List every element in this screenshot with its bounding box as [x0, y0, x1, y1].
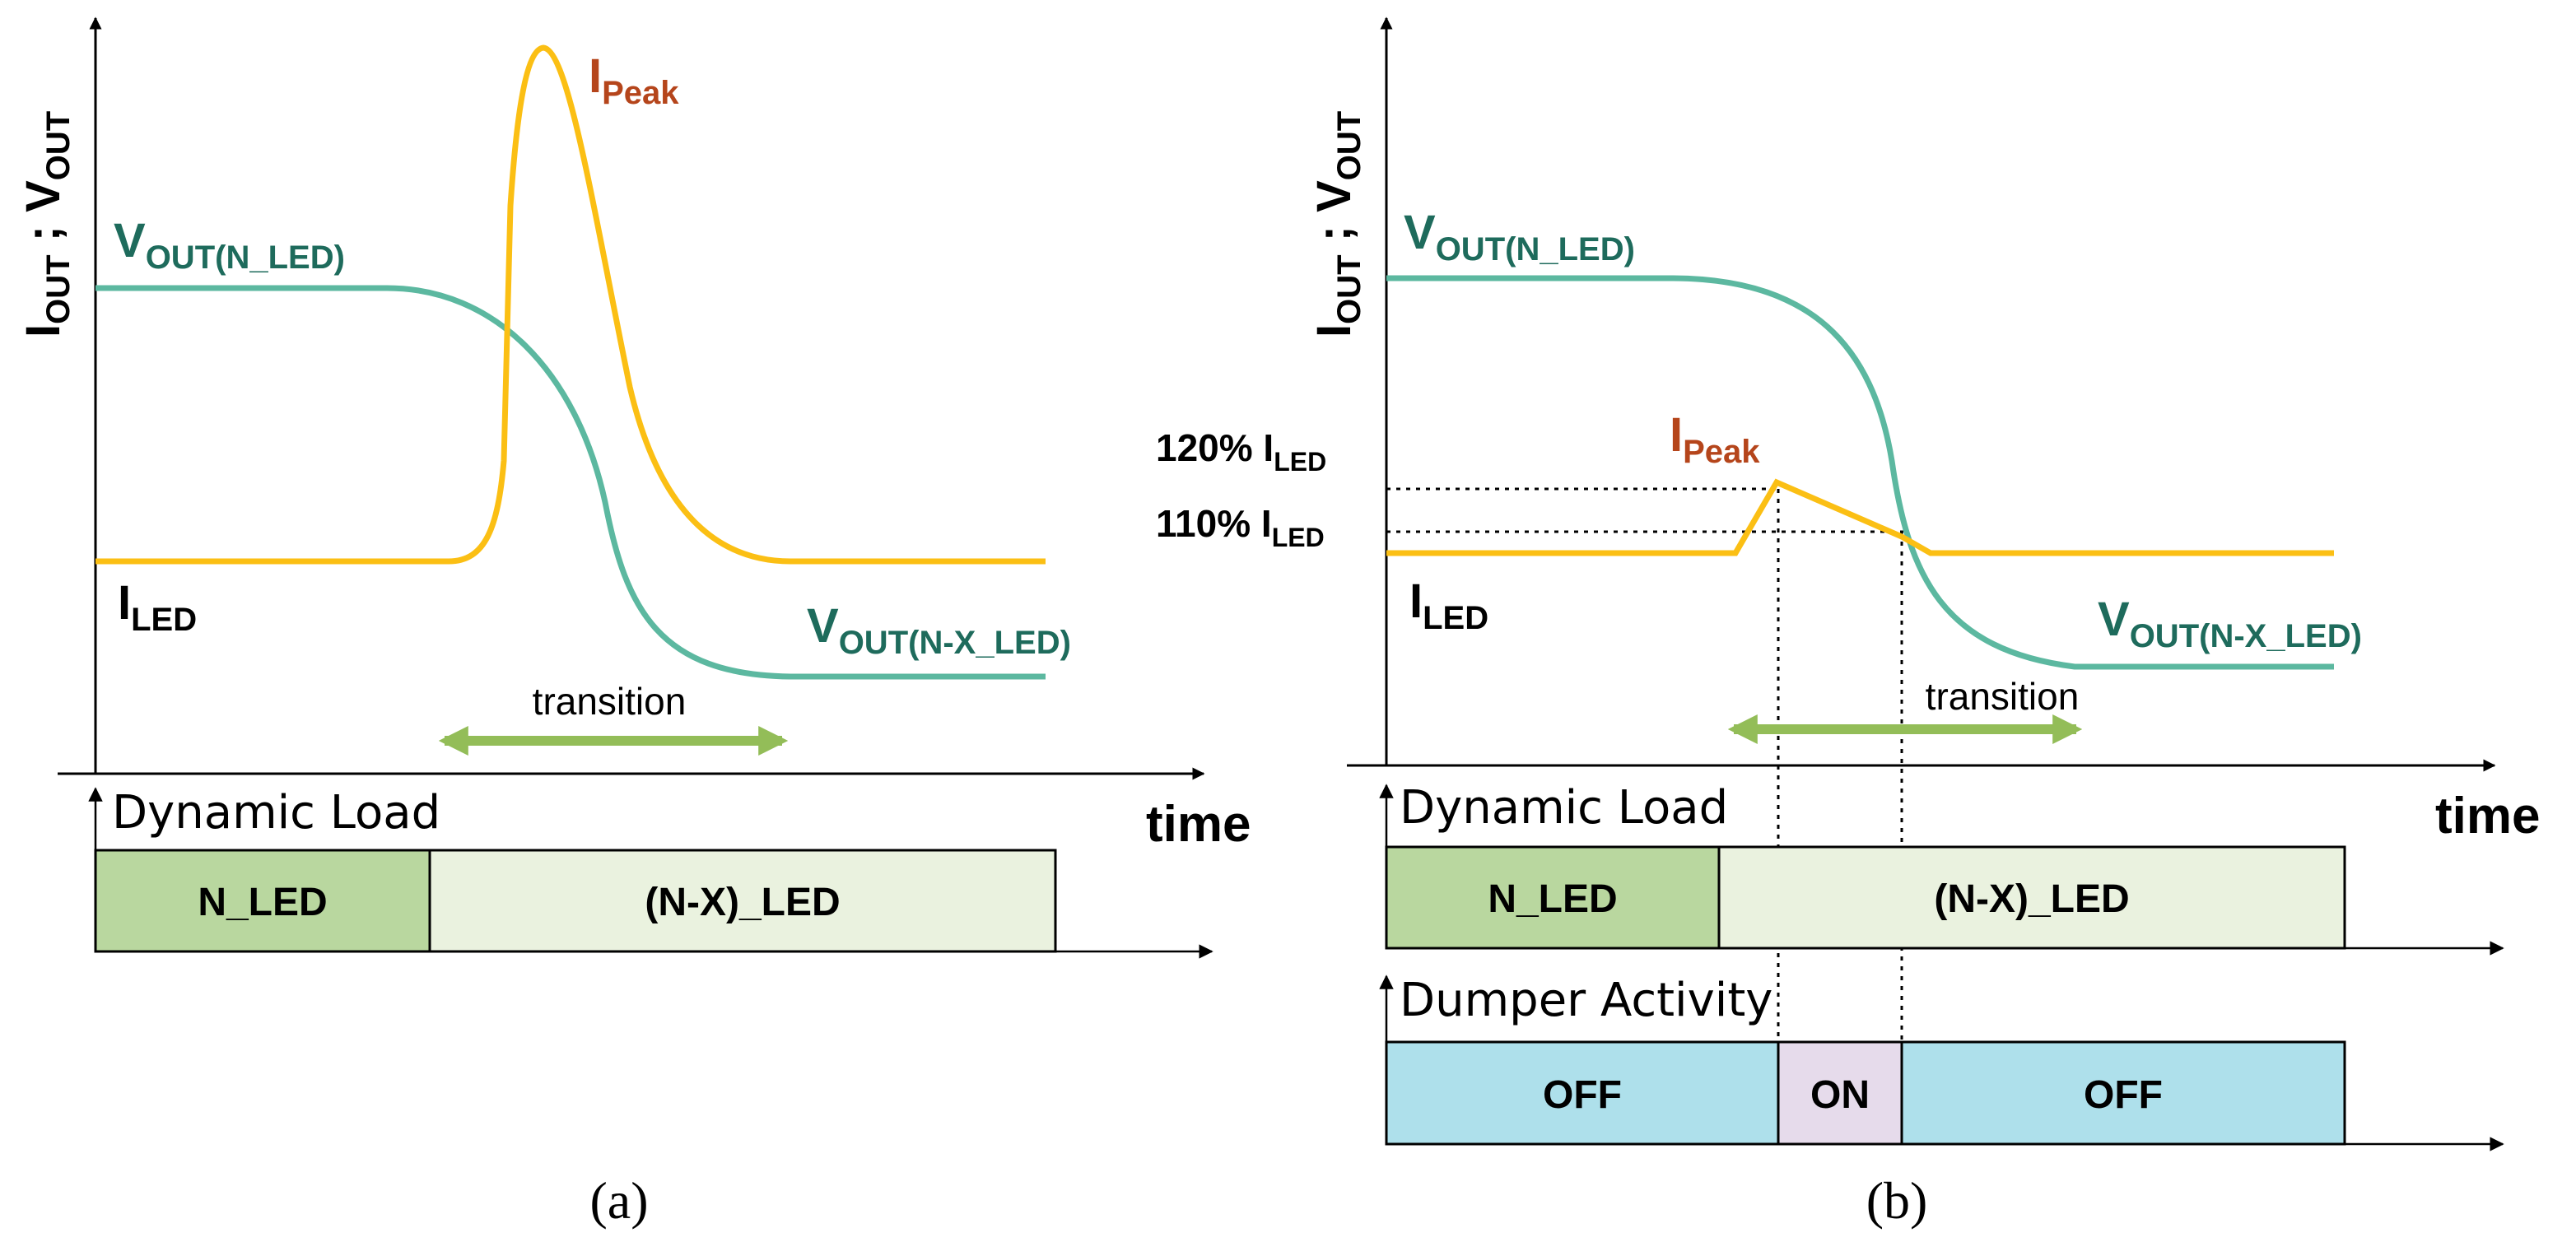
- panel-a-y-axis-label: IOUT ; VOUT: [16, 111, 77, 337]
- panel-a-vout-low-label: VOUT(N-X_LED): [807, 599, 1071, 661]
- panel-b-block-n-led-label: N_LED: [1488, 877, 1617, 921]
- panel-a-load-title: Dynamic Load: [112, 786, 440, 840]
- panel-b-iled-label: ILED: [1409, 575, 1488, 636]
- panel-b-time-label: time: [2435, 788, 2540, 844]
- panel-b-ipeak-label: IPeak: [1670, 408, 1760, 470]
- panel-a-vout-high-label: VOUT(N_LED): [114, 214, 345, 276]
- panel-a-transition-label: transition: [533, 680, 687, 723]
- panel-a-time-label: time: [1146, 796, 1251, 853]
- panel-b-block-n-led: [1385, 845, 1721, 950]
- panel-b: IOUT ; VOUT VOUT(N_LED) VOUT(N-X_LED) IL…: [1156, 16, 2540, 1230]
- panel-a-iled-label: ILED: [118, 576, 197, 638]
- panel-a-block-n-led: [94, 849, 431, 953]
- panel-a-vout-curve: [95, 285, 1046, 680]
- panel-b-dumper-on: [1777, 1040, 1903, 1146]
- panel-a-block-n-led-label: N_LED: [198, 881, 327, 924]
- panel-b-dumper-off-1: [1385, 1040, 1780, 1146]
- panel-b-block-nx-led-label: (N-X)_LED: [1934, 877, 2129, 921]
- panel-b-dumper-off-2: [1900, 1040, 2346, 1146]
- panel-b-dumper-title: Dumper Activity: [1400, 974, 1772, 1027]
- panel-b-load-title: Dynamic Load: [1400, 781, 1728, 835]
- panel-b-dumper-off-2-label: OFF: [2084, 1073, 2163, 1117]
- panel-b-vout-low-label: VOUT(N-X_LED): [2098, 593, 2362, 654]
- panel-b-level-110-label: 110% ILED: [1156, 502, 1325, 552]
- panel-b-transition-label: transition: [1926, 675, 2080, 718]
- panel-a-block-nx-led: [428, 849, 1057, 953]
- panel-b-caption: (b): [1866, 1171, 1928, 1230]
- panel-b-dumper-on-label: ON: [1810, 1073, 1870, 1117]
- panel-a-ipeak-label: IPeak: [589, 49, 679, 111]
- panel-a-block-nx-led-label: (N-X)_LED: [645, 881, 840, 924]
- panel-b-guides: [1386, 487, 1903, 1044]
- panel-b-vout-curve: [1386, 275, 2334, 670]
- panel-a-iled-curve: [95, 44, 1046, 565]
- panel-b-vout-high-label: VOUT(N_LED): [1404, 206, 1635, 267]
- panel-b-y-axis-label: IOUT ; VOUT: [1307, 111, 1367, 337]
- panel-a-caption: (a): [589, 1171, 648, 1230]
- panel-b-level-120-label: 120% ILED: [1156, 426, 1326, 477]
- panel-b-dumper-off-1-label: OFF: [1543, 1073, 1622, 1117]
- panel-a: IOUT ; VOUT VOUT(N_LED) VOUT(N-X_LED) IL…: [16, 16, 1251, 1230]
- panel-b-iled-curve: [1386, 478, 2334, 556]
- panel-b-block-nx-led: [1717, 845, 2346, 950]
